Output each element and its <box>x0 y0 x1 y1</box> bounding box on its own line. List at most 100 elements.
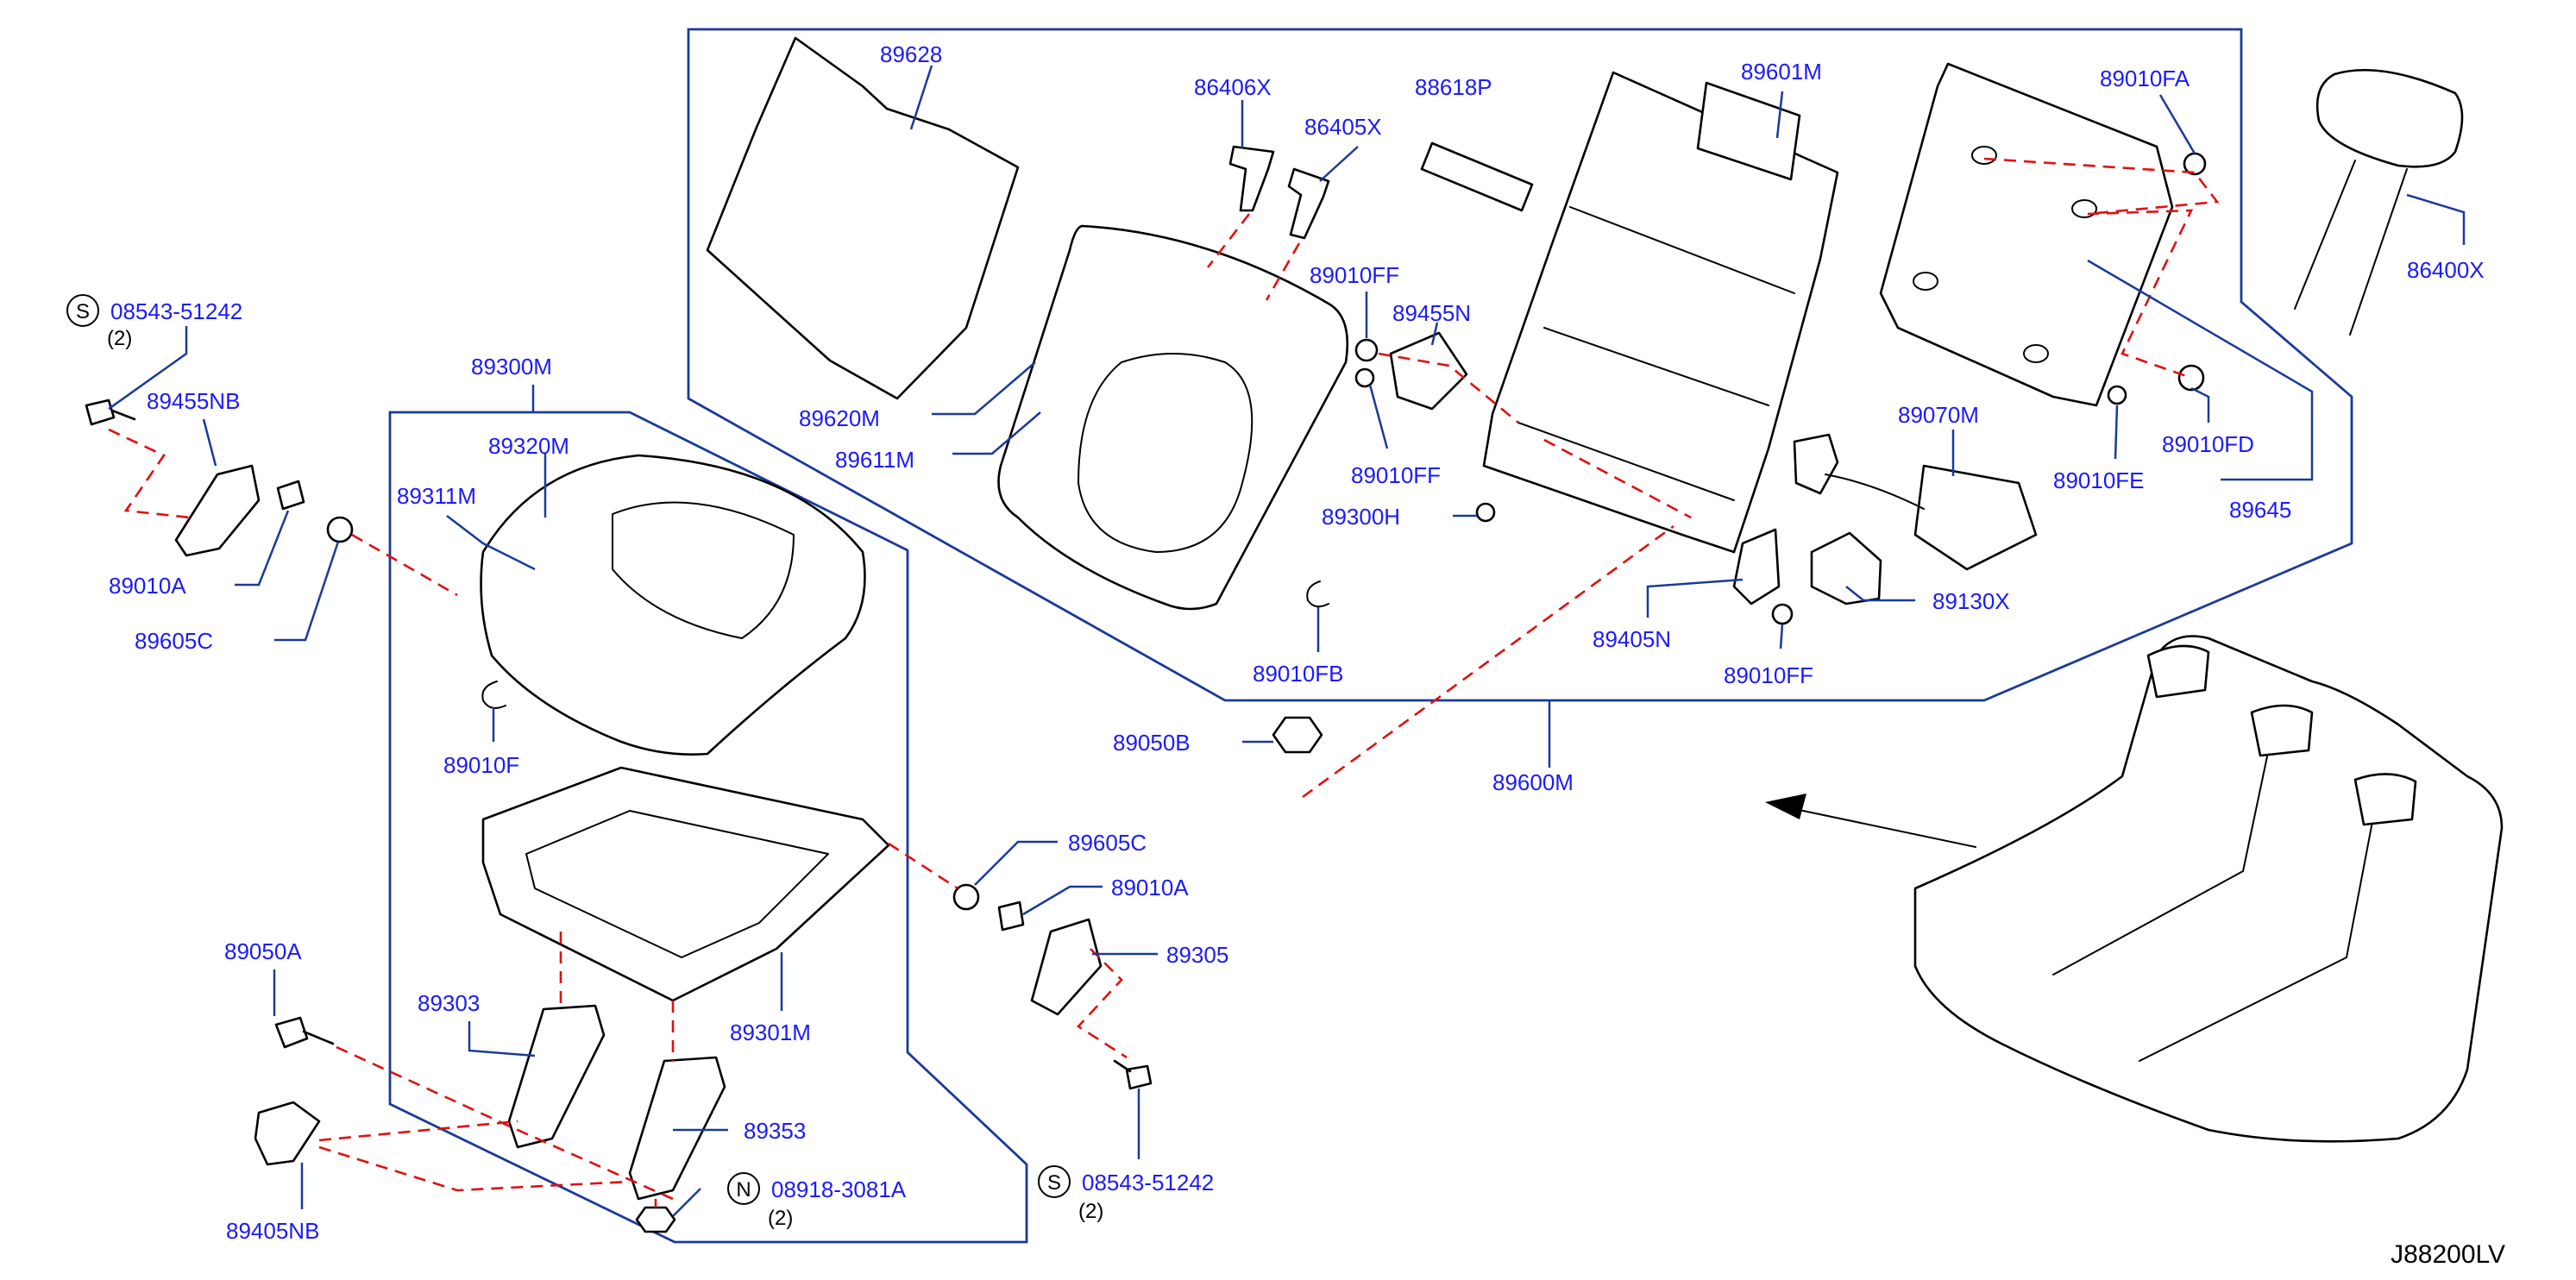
label-89611m: 89611M <box>835 447 914 473</box>
assembled-headrest-2 <box>2250 704 2314 757</box>
label-08543-51242-bottom: 08543-51242 <box>1082 1170 1214 1195</box>
label-89070m: 89070M <box>1898 402 1979 428</box>
dash-seat-frame-bracket <box>559 932 675 1061</box>
clip-89010ff-b <box>1354 367 1375 388</box>
seat-cushion-seam <box>612 501 795 639</box>
leader-89010fe <box>2114 405 2119 460</box>
headrest-post-left <box>2294 160 2356 310</box>
assembled-seat-divider-2 <box>2139 775 2382 1062</box>
label-89010a-right: 89010A <box>1111 875 1189 900</box>
label-89353: 89353 <box>744 1118 806 1144</box>
panel-hole-3 <box>1913 272 1938 291</box>
dash-back-panel-clips <box>1983 157 2220 380</box>
trim-strip-88618p <box>1420 141 1534 212</box>
bracket-89130x <box>1810 531 1882 605</box>
leader-89605c-left <box>274 541 340 642</box>
bracket-89405nb <box>254 1101 321 1166</box>
nut-89605c-left <box>326 516 354 543</box>
leader-89130x <box>1845 586 1915 602</box>
ring-89010fb <box>1306 580 1329 608</box>
leader-89010ff-c <box>1779 624 1784 649</box>
bolt-08543-51242-bottom <box>1113 1059 1153 1090</box>
label-89010fb: 89010FB <box>1253 661 1344 687</box>
harness-connector-89070m <box>1913 464 2038 571</box>
clip-89010ff-a <box>1354 338 1379 362</box>
panel-hole-2 <box>2071 199 2097 218</box>
dash-89605c-right <box>888 842 958 890</box>
dash-89010ff-a <box>1378 352 1519 424</box>
label-89050b: 89050B <box>1113 730 1191 756</box>
leader-89455n <box>1430 322 1439 346</box>
seatback-cushion-89620m <box>997 224 1349 611</box>
harness-wire <box>1825 474 1925 510</box>
clip-89010fd <box>2177 364 2205 392</box>
bolt-08543-51242-top <box>85 398 136 426</box>
dash-89300h <box>1543 438 1692 519</box>
label-89605c-right: 89605C <box>1068 830 1147 856</box>
label-89010a-left: 89010A <box>109 573 186 599</box>
leader-89645 <box>2087 259 2314 481</box>
leader-89605c-right <box>974 840 1058 886</box>
bracket-89405n <box>1732 528 1781 605</box>
label-89405n: 89405N <box>1593 626 1671 652</box>
badge-s-bottom-text: S <box>1047 1171 1061 1195</box>
pointer-arrow-shaft <box>1769 803 1976 848</box>
assembled-seat-divider-1 <box>2052 706 2278 976</box>
badge-s-top-text: S <box>76 300 90 323</box>
leader-89455nb <box>202 418 217 467</box>
frame-crossbar-2 <box>1543 327 1769 406</box>
label-89010fd: 89010FD <box>2162 431 2254 457</box>
seat-cushion-89320m <box>480 454 866 756</box>
badge-n-mid-text: N <box>736 1178 751 1202</box>
assembled-headrest-3 <box>2353 773 2417 826</box>
qty-08918-3081a: (2) <box>768 1207 793 1230</box>
diagram-code: J88200LV <box>2391 1240 2505 1269</box>
label-86400x: 86400X <box>2407 257 2485 283</box>
leader-86400x <box>2406 193 2466 245</box>
bolt-89010a-right <box>997 900 1025 932</box>
leader-89010fa <box>2158 94 2196 154</box>
dash-89455nb <box>108 428 191 519</box>
wiring-harness-89070m <box>1793 433 1839 495</box>
label-89405nb: 89405NB <box>226 1218 319 1244</box>
dash-89605c-left <box>351 533 458 597</box>
bracket-89455nb <box>174 464 261 557</box>
label-89010fa: 89010FA <box>2100 66 2190 91</box>
nut-08918-3081a <box>635 1206 676 1233</box>
headrest-guide-86405x <box>1287 167 1330 240</box>
seatback-frame-89601m <box>1482 71 1839 554</box>
leader-89601m <box>1775 91 1784 139</box>
dash-89050b <box>1302 524 1674 799</box>
seat-frame-89301m <box>481 766 890 1002</box>
seatback-pad-89628 <box>706 36 1020 400</box>
label-89620m: 89620M <box>799 405 880 431</box>
leader-89010ff-b <box>1368 384 1389 449</box>
leader-89611m <box>952 411 1041 455</box>
label-89300m: 89300M <box>471 354 552 380</box>
headrest-post-right <box>2349 168 2408 336</box>
label-89311m: 89311M <box>397 483 476 509</box>
frame-handle <box>1696 81 1801 181</box>
dash-headrest-guide-86406x <box>1206 213 1251 268</box>
label-89455n: 89455N <box>1392 300 1471 326</box>
bracket-89455n <box>1389 331 1468 411</box>
headrest-86400x <box>2315 68 2464 168</box>
leader-89620m <box>932 361 1036 416</box>
dash-headrest-guide-86405x <box>1265 242 1301 301</box>
qty-08543-51242-bottom: (2) <box>1078 1200 1103 1223</box>
label-89010ff-c: 89010FF <box>1724 662 1813 688</box>
panel-hole-1 <box>1971 146 1997 165</box>
frame-crossbar-3 <box>1517 422 1735 501</box>
bolt-89050a <box>274 1016 335 1049</box>
assembled-headrest-1 <box>2146 644 2210 699</box>
bracket-89353 <box>628 1056 726 1201</box>
label-89130x: 89130X <box>1932 588 2010 614</box>
back-panel-89645 <box>1879 62 2174 407</box>
label-89455nb: 89455NB <box>147 388 240 414</box>
frame-crossbar-1 <box>1569 206 1795 294</box>
label-89605c-left: 89605C <box>135 628 213 654</box>
label-89010ff-a: 89010FF <box>1310 262 1399 288</box>
clip-89300h <box>1475 502 1496 523</box>
badge-s-top <box>66 294 99 327</box>
